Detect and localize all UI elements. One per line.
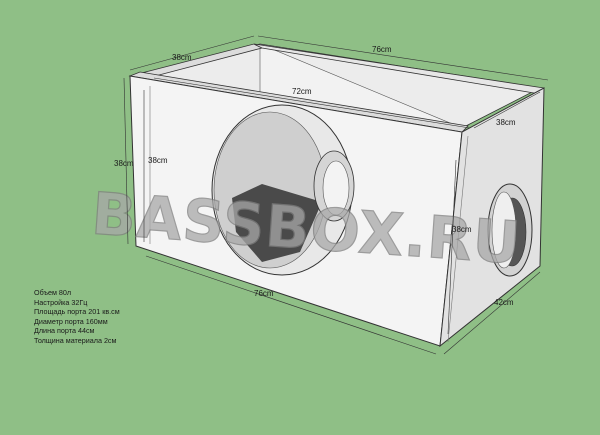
dim-right-depth-top: 38cm: [496, 118, 516, 127]
dim-top-depth: 38cm: [172, 53, 192, 62]
spec-line: Диаметр порта 160мм: [34, 316, 108, 326]
dim-inner-width: 72cm: [292, 87, 312, 96]
port-inner-hole: [322, 160, 350, 216]
spec-line: Площадь порта 201 кв.см: [34, 307, 120, 317]
spec-line: Толщина материала 2см: [34, 335, 117, 345]
side-port-rim: [491, 191, 517, 269]
dim-front-height-outer: 38cm: [114, 159, 134, 168]
spec-line: Объем 80л: [34, 288, 72, 297]
dim-top-width: 76cm: [372, 45, 392, 54]
dim-bottom-width: 76cm: [254, 289, 274, 298]
spec-line: Длина порта 44см: [34, 326, 95, 336]
spec-line: Настройка 32Гц: [34, 297, 88, 307]
right-side-edge: [447, 135, 469, 343]
dim-bottom-depth: 42cm: [494, 298, 514, 307]
dimension-lines: [123, 35, 549, 355]
dim-right-height: 38cm: [452, 225, 472, 234]
driver-cutout-floor: [232, 184, 322, 262]
box-specifications: Объем 80л Настройка 32Гц Площадь порта 2…: [34, 288, 120, 346]
dim-front-height-inner: 38cm: [148, 156, 168, 165]
